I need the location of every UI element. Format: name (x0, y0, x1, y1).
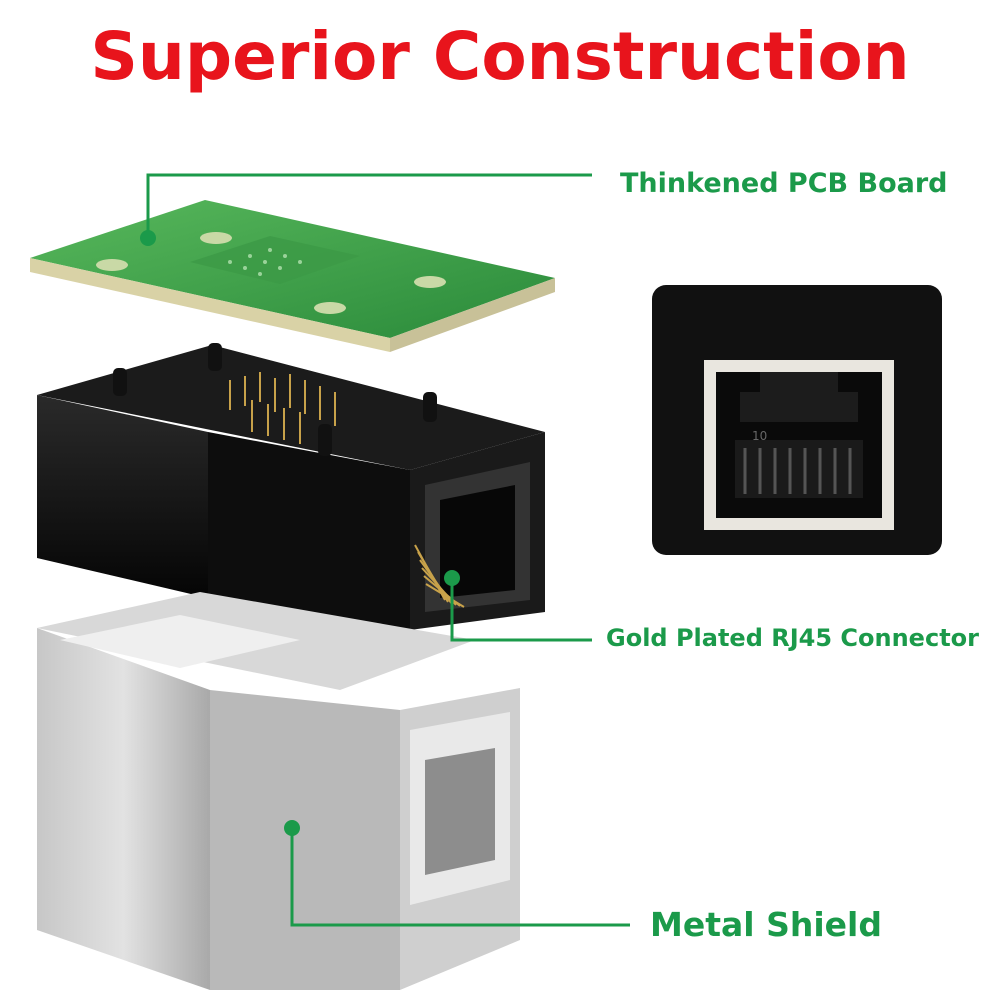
rj45-front-view: 10 (652, 285, 942, 555)
pcb-hole (96, 259, 128, 271)
metal-shield (37, 592, 520, 990)
callout-lines (146, 173, 630, 927)
gold-callout-line (450, 578, 592, 642)
metal-shield-label: Metal Shield (650, 905, 882, 944)
black-housing (37, 343, 545, 630)
pcb-board-label: Thinkened PCB Board (620, 168, 948, 199)
pcb-callout-dot (140, 230, 156, 246)
page-title: Superior Construction (90, 18, 910, 95)
metal-callout-dot (284, 820, 300, 836)
alignment-post (318, 424, 332, 456)
alignment-post (423, 392, 437, 422)
port-marking: 10 (752, 429, 767, 443)
pcb-hole (414, 276, 446, 288)
gold-contacts (414, 544, 465, 608)
gold-callout-dot (444, 570, 460, 586)
pcb-board (30, 200, 555, 352)
pcb-hole (200, 232, 232, 244)
alignment-post (113, 368, 127, 396)
alignment-post (208, 343, 222, 371)
metal-callout-line (290, 828, 630, 927)
pcb-hole (314, 302, 346, 314)
pcb-callout-line (146, 173, 592, 238)
gold-connector-label: Gold Plated RJ45 Connector (606, 624, 979, 652)
pcb-pins (229, 372, 336, 444)
